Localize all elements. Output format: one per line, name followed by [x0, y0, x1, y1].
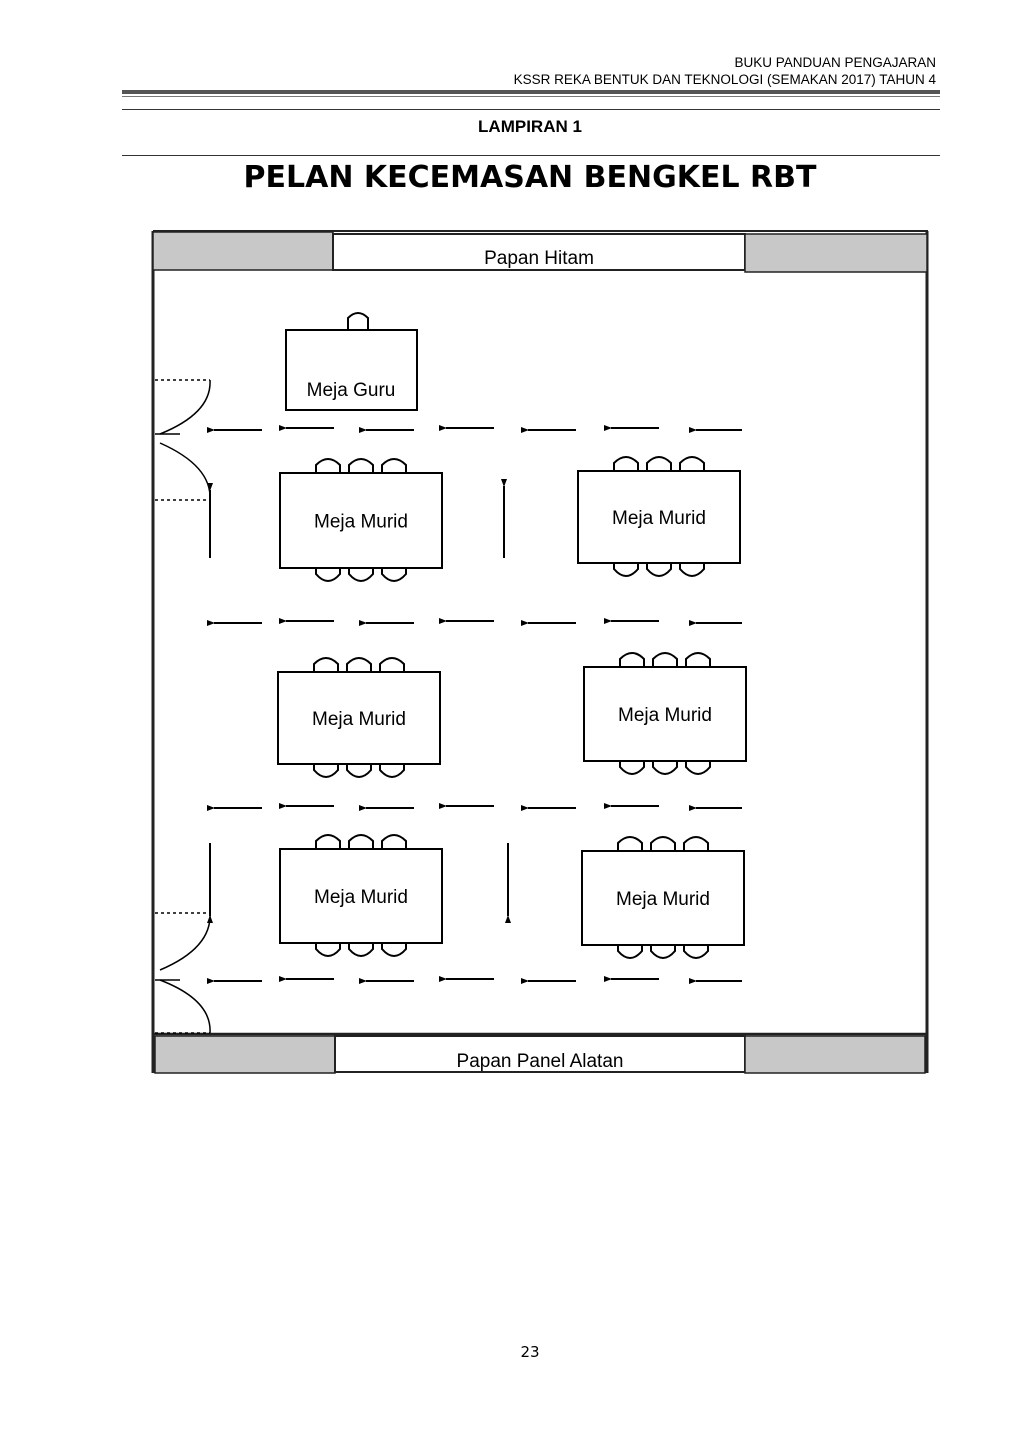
evacuation-arrows: [207, 425, 742, 984]
teacher-desk-label: Meja Guru: [307, 380, 396, 401]
student-desk-6: Meja Murid: [581, 836, 745, 959]
running-header: BUKU PANDUAN PENGAJARAN KSSR REKA BENTUK…: [514, 54, 936, 88]
header-rule-thick: [122, 90, 940, 94]
chair: [346, 657, 372, 672]
chair: [315, 834, 341, 849]
chair: [348, 458, 374, 473]
chair: [683, 945, 709, 959]
student-desk-2: Meja Murid: [577, 456, 741, 577]
desk-top: [279, 472, 443, 569]
chair: [313, 657, 339, 672]
student-desk-label: Meja Murid: [312, 709, 406, 730]
bottom-wall-block-left: [154, 1035, 336, 1074]
page-number: 23: [520, 1343, 540, 1361]
chair: [685, 652, 711, 667]
chair: [613, 563, 639, 577]
student-desk-4: Meja Murid: [583, 652, 747, 775]
page-title: PELAN KECEMASAN BENGKEL RBT: [243, 160, 817, 195]
evacuation-floor-plan: Papan Hitam Papan Panel Alatan Meja Guru…: [150, 228, 930, 1081]
desk-top: [577, 470, 741, 564]
chair: [315, 458, 341, 473]
chair: [381, 834, 407, 849]
student-desk-label: Meja Murid: [618, 705, 712, 726]
top-wall-block-right: [744, 233, 928, 273]
chair: [348, 568, 374, 582]
header-line-1: BUKU PANDUAN PENGAJARAN: [734, 55, 936, 70]
chair: [381, 568, 407, 582]
section-rule-top: [122, 109, 940, 110]
chair: [315, 943, 341, 957]
appendix-label: LAMPIRAN 1: [478, 117, 582, 136]
desk-top: [279, 848, 443, 944]
header-line-2: KSSR REKA BENTUK DAN TEKNOLOGI (SEMAKAN …: [513, 72, 936, 87]
chair: [613, 456, 639, 471]
chair: [652, 761, 678, 775]
desk-top: [277, 671, 441, 765]
chair: [619, 761, 645, 775]
desk-top: [583, 666, 747, 762]
chair: [685, 761, 711, 775]
chair: [381, 943, 407, 957]
chair: [346, 764, 372, 778]
chair: [619, 652, 645, 667]
desk-top: [581, 850, 745, 946]
student-desk-label: Meja Murid: [314, 887, 408, 908]
teacher-desk: [285, 312, 418, 411]
chair: [313, 764, 339, 778]
chair: [379, 657, 405, 672]
chair: [646, 563, 672, 577]
chair: [679, 456, 705, 471]
chair: [381, 458, 407, 473]
blackboard: [332, 233, 746, 271]
tool-panel-label: Papan Panel Alatan: [457, 1051, 624, 1072]
bottom-wall-block-right: [744, 1035, 926, 1074]
student-desk-label: Meja Murid: [616, 889, 710, 910]
chair: [348, 943, 374, 957]
student-desk-1: Meja Murid: [279, 458, 443, 582]
lower-double-door: [155, 912, 211, 1034]
section-rule-bottom: [122, 155, 940, 156]
chair: [379, 764, 405, 778]
top-wall-block-left: [152, 231, 334, 271]
chair: [679, 563, 705, 577]
upper-double-door: [155, 379, 211, 501]
student-desk-5: Meja Murid: [279, 834, 443, 957]
tool-panel-board: [334, 1035, 746, 1073]
chair: [650, 836, 676, 851]
student-desk-label: Meja Murid: [612, 508, 706, 529]
chair: [683, 836, 709, 851]
chair: [315, 568, 341, 582]
chair: [646, 456, 672, 471]
chair: [617, 945, 643, 959]
chair: [650, 945, 676, 959]
header-rule-thin: [122, 96, 940, 97]
chair: [617, 836, 643, 851]
chair: [348, 834, 374, 849]
student-desk-label: Meja Murid: [314, 512, 408, 533]
chair: [652, 652, 678, 667]
blackboard-label: Papan Hitam: [484, 248, 594, 269]
student-desk-3: Meja Murid: [277, 657, 441, 778]
